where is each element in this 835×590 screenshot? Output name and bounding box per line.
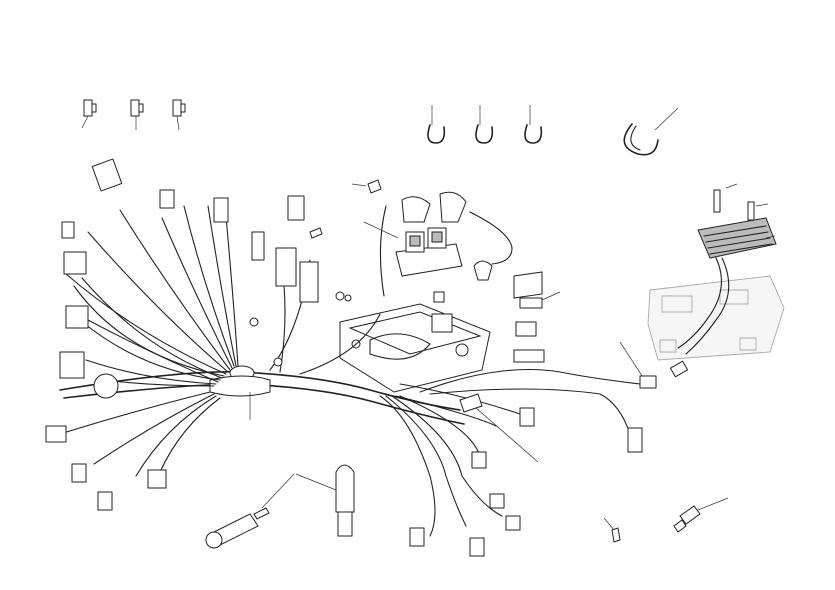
relay-block <box>351 179 513 297</box>
hook-c <box>524 105 543 144</box>
spark-plug <box>673 497 729 533</box>
connector-plugs <box>45 158 657 557</box>
cable-tie <box>623 107 679 156</box>
ignition-coil-a <box>205 473 295 549</box>
fuse-holder <box>473 260 561 363</box>
battery-outline <box>647 275 785 361</box>
hook-b <box>475 105 494 144</box>
hook-a <box>427 105 446 144</box>
ignition-coil-b <box>295 464 355 537</box>
injector-plug <box>603 517 621 543</box>
clip-a <box>81 99 97 129</box>
voltage-regulator <box>669 183 777 378</box>
fuse-box-tray <box>339 303 491 393</box>
clip-c <box>172 99 186 131</box>
clip-b <box>130 99 144 130</box>
ground-terminals <box>249 227 352 367</box>
